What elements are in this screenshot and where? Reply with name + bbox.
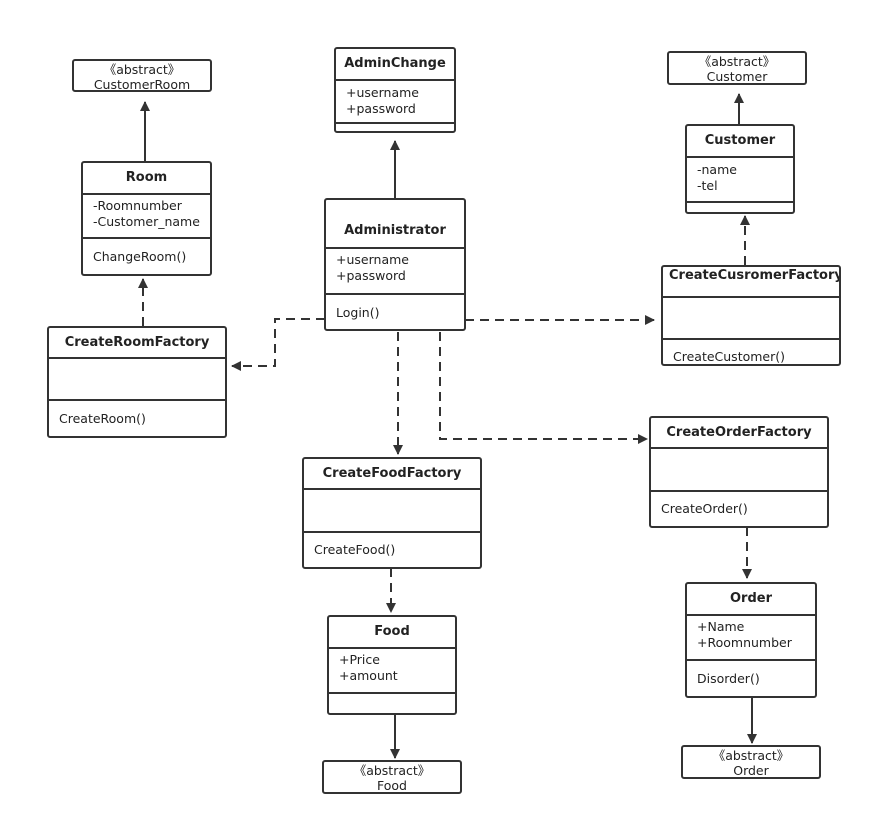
attribute: +Price: [339, 652, 380, 667]
class-customer: Customer -name -tel: [685, 124, 795, 214]
class-name: AdminChange: [344, 56, 446, 71]
method: Login(): [336, 305, 380, 320]
class-createfoodfactory: CreateFoodFactory CreateFood(): [302, 457, 482, 569]
class-createorderfactory: CreateOrderFactory CreateOrder(): [649, 416, 829, 528]
class-room: Room -Roomnumber -Customer_name ChangeRo…: [81, 161, 212, 276]
method: CreateFood(): [314, 542, 396, 557]
stereotype-label: 《abstract》: [353, 763, 431, 778]
method: CreateCustomer(): [673, 349, 786, 364]
attribute: +amount: [339, 668, 398, 683]
class-name: Administrator: [344, 223, 446, 238]
attribute: +password: [346, 101, 416, 116]
attribute: +username: [346, 85, 419, 100]
class-name: CreateOrderFactory: [666, 425, 812, 440]
class-administrator: Administrator +username +password Login(…: [324, 198, 466, 331]
abstract-food: 《abstract》 Food: [322, 760, 462, 794]
class-name: Food: [374, 624, 410, 639]
attribute: +Roomnumber: [697, 635, 792, 650]
class-createroomfactory: CreateRoomFactory CreateRoom(): [47, 326, 227, 438]
class-order: Order +Name +Roomnumber Disorder(): [685, 582, 817, 698]
stereotype-label: 《abstract》: [698, 54, 776, 69]
abstract-order: 《abstract》 Order: [681, 745, 821, 779]
abstract-name: Customer: [706, 69, 768, 84]
method: ChangeRoom(): [93, 249, 187, 264]
stereotype-label: 《abstract》: [103, 62, 181, 77]
edge-admin-to-orderfactory: [439, 332, 648, 444]
class-adminchange: AdminChange +username +password: [334, 47, 456, 133]
class-name: Room: [125, 170, 168, 185]
class-food: Food +Price +amount: [327, 615, 457, 715]
class-createcusromerfactory: CreateCusromerFactory CreateCustomer(): [661, 265, 841, 366]
edge-admin-to-roomfactory: [231, 318, 325, 371]
class-name: Customer: [704, 133, 776, 148]
method: CreateOrder(): [661, 501, 748, 516]
abstract-name: CustomerRoom: [93, 77, 191, 92]
abstract-customer: 《abstract》 Customer: [667, 51, 807, 85]
class-name: CreateCusromerFactory: [669, 268, 839, 283]
attribute: -tel: [697, 178, 718, 193]
attribute: -Customer_name: [93, 214, 200, 229]
attribute: +username: [336, 252, 409, 267]
abstract-name: Food: [377, 778, 407, 793]
attribute: -name: [697, 162, 737, 177]
class-name: CreateRoomFactory: [64, 335, 210, 350]
method: CreateRoom(): [59, 411, 146, 426]
abstract-customerroom: 《abstract》 CustomerRoom: [72, 59, 212, 92]
method: Disorder(): [697, 671, 760, 686]
attribute: +password: [336, 268, 406, 283]
attribute: -Roomnumber: [93, 198, 182, 213]
class-name: Order: [730, 591, 772, 606]
abstract-name: Order: [733, 763, 769, 778]
class-name: CreateFoodFactory: [322, 466, 462, 481]
attribute: +Name: [697, 619, 745, 634]
stereotype-label: 《abstract》: [712, 748, 790, 763]
